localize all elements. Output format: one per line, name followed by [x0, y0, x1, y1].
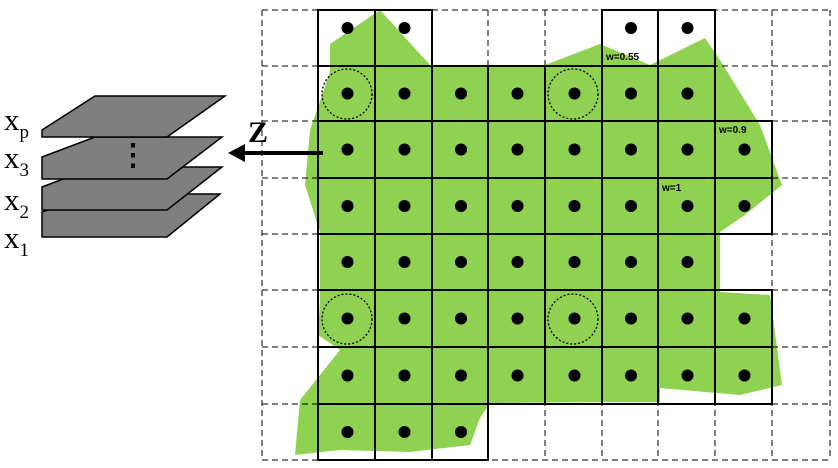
- cell-point: [341, 200, 354, 212]
- layer-xp: [41, 95, 228, 138]
- cell-point: [681, 312, 694, 325]
- cell-point: [738, 369, 751, 382]
- cell-point: [738, 312, 751, 325]
- study-region: [295, 10, 782, 455]
- cell-point: [681, 200, 694, 212]
- weight-label-09: w=0.9: [718, 125, 747, 136]
- cell-point: [455, 369, 467, 382]
- cell-point: [568, 369, 581, 382]
- cell-point: [681, 87, 694, 100]
- cell-point: [398, 143, 411, 156]
- label-x3: x3: [4, 140, 29, 181]
- cell-point: [625, 87, 637, 100]
- dotted-circle: [321, 293, 373, 345]
- dotted-circle: [547, 68, 599, 120]
- cell-point: [341, 312, 354, 325]
- cell-point: [681, 22, 694, 34]
- grid-cell: [714, 177, 773, 235]
- label-x1: x1: [4, 220, 29, 261]
- cell-point: [341, 426, 354, 438]
- cell-point: [455, 312, 467, 325]
- cell-point: [625, 200, 637, 212]
- cell-point: [568, 256, 581, 268]
- cell-point: [625, 312, 637, 325]
- solid-grid-cells: [317, 9, 773, 461]
- cell-point: [398, 426, 411, 438]
- ellipsis-dots: ⋮: [118, 139, 148, 172]
- cell-point: [341, 87, 354, 100]
- cell-point: [398, 256, 411, 268]
- cell-point: [398, 87, 411, 100]
- cell-point: [341, 369, 354, 382]
- cell-point: [341, 256, 354, 268]
- cell-point: [341, 22, 354, 34]
- cell-points: [341, 22, 751, 438]
- grid-cell: [431, 403, 489, 461]
- cell-point: [738, 200, 751, 212]
- cell-point: [511, 312, 524, 325]
- dotted-circles: [321, 68, 599, 345]
- cell-point: [625, 369, 637, 382]
- cell-point: [455, 143, 467, 156]
- arrow-z: [228, 144, 323, 162]
- cell-point: [455, 200, 467, 212]
- cell-point: [455, 426, 467, 438]
- cell-point: [398, 22, 411, 34]
- layer-stack: [41, 95, 228, 238]
- label-xp: xp: [4, 102, 29, 143]
- cell-point: [511, 369, 524, 382]
- weight-label-055: w=0.55: [605, 52, 640, 63]
- cell-point: [738, 143, 751, 156]
- label-x2: x2: [4, 182, 29, 223]
- cell-point: [625, 256, 637, 268]
- cell-point: [511, 143, 524, 156]
- cell-point: [511, 200, 524, 212]
- dotted-circle: [321, 68, 373, 120]
- cell-point: [511, 87, 524, 100]
- cell-point: [568, 200, 581, 212]
- cell-point: [398, 200, 411, 212]
- cell-point: [568, 143, 581, 156]
- layer-x3: [41, 136, 225, 180]
- weight-label-1: w=1: [661, 183, 682, 194]
- cell-point: [511, 256, 524, 268]
- cell-point: [625, 22, 637, 34]
- cell-point: [341, 143, 354, 156]
- cell-point: [568, 87, 581, 100]
- cell-point: [681, 256, 694, 268]
- dotted-circle: [547, 293, 599, 345]
- cell-point: [681, 369, 694, 382]
- arrow-label-z: Z: [248, 116, 269, 149]
- cell-point: [398, 369, 411, 382]
- cell-point: [455, 87, 467, 100]
- cell-point: [455, 256, 467, 268]
- cell-point: [568, 312, 581, 325]
- cell-point: [625, 143, 637, 156]
- cell-point: [398, 312, 411, 325]
- grid-cell: [714, 346, 773, 405]
- cell-point: [681, 143, 694, 156]
